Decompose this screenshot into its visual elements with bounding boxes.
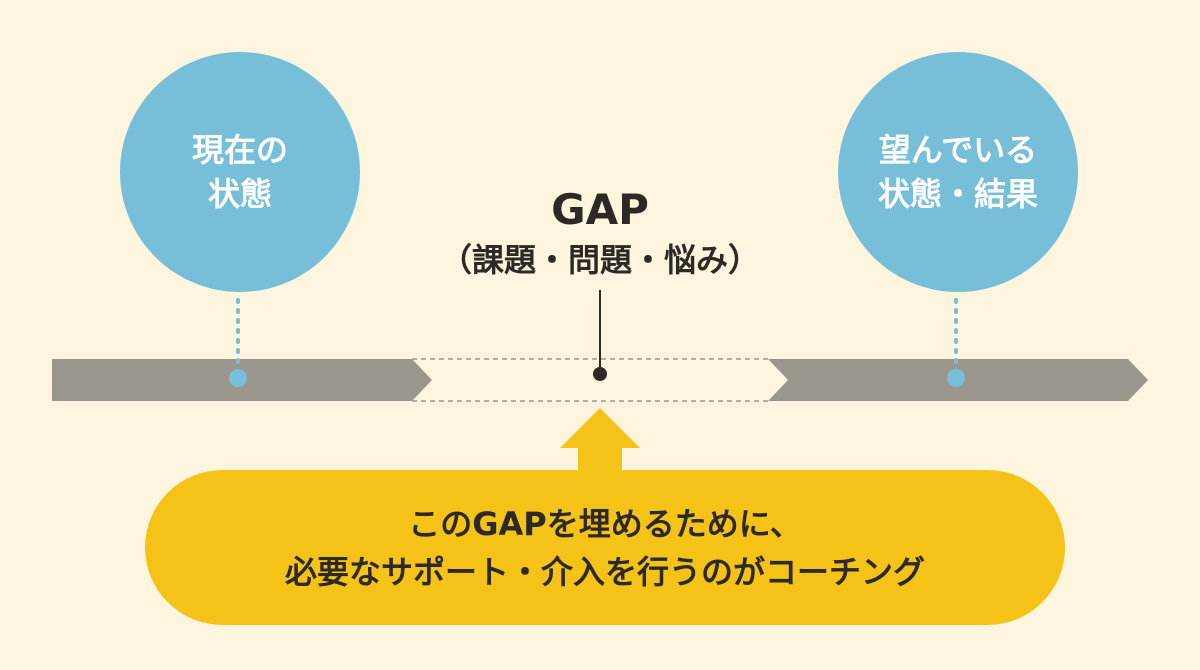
current-state-line2: 状態 (207, 175, 272, 213)
marker-current (229, 369, 247, 387)
up-arrow-icon (560, 408, 640, 476)
callout-line1: このGAPを埋めるために、 (408, 504, 802, 543)
desired-state-line2: 状態・結果 (877, 175, 1038, 213)
gap-pointer-dot (593, 367, 607, 381)
timeline-gap-segment (412, 358, 768, 402)
marker-desired (947, 369, 965, 387)
callout-line2: 必要なサポート・介入を行うのがコーチング (284, 552, 925, 591)
desired-state-circle: 望んでいる 状態・結果 (838, 52, 1078, 292)
coaching-callout: このGAPを埋めるために、 必要なサポート・介入を行うのがコーチング (145, 470, 1065, 625)
current-state-line1: 現在の (191, 131, 288, 169)
current-state-circle: 現在の 状態 (120, 52, 360, 292)
gap-subtitle: （課題・問題・悩み） (439, 241, 760, 279)
gap-title: GAP (551, 185, 649, 234)
desired-state-line1: 望んでいる (878, 131, 1038, 169)
